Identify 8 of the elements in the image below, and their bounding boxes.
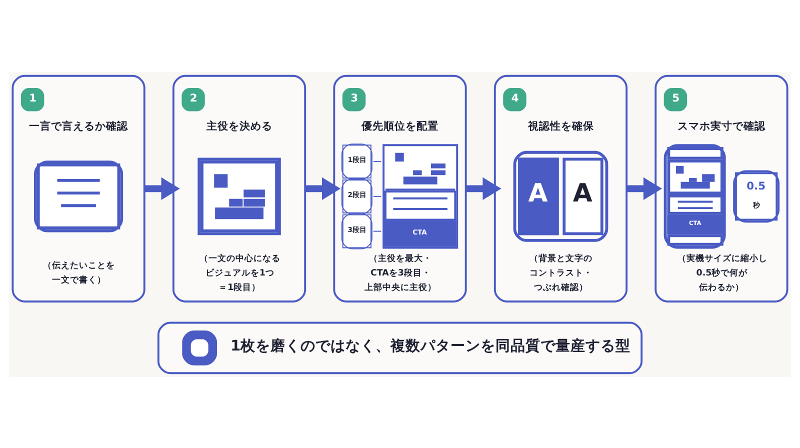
arrow xyxy=(305,176,341,200)
node-box: 1枚を磨くのではなく、複数パターンを同品質で量産する型 xyxy=(157,321,643,374)
node-box: 4 視認性を確保 A A （背景と文字のコントラスト・つぶれ確認） xyxy=(494,74,628,302)
node-box: 1 一言で言えるか確認 （伝えたいことを一文で書く） xyxy=(12,74,146,302)
arrow xyxy=(626,176,662,200)
arrow xyxy=(466,176,502,200)
node-box: 2 主役を決める （一文の中心になるビジュアルを1つ＝1段目） xyxy=(172,74,306,302)
arrow xyxy=(144,176,180,200)
